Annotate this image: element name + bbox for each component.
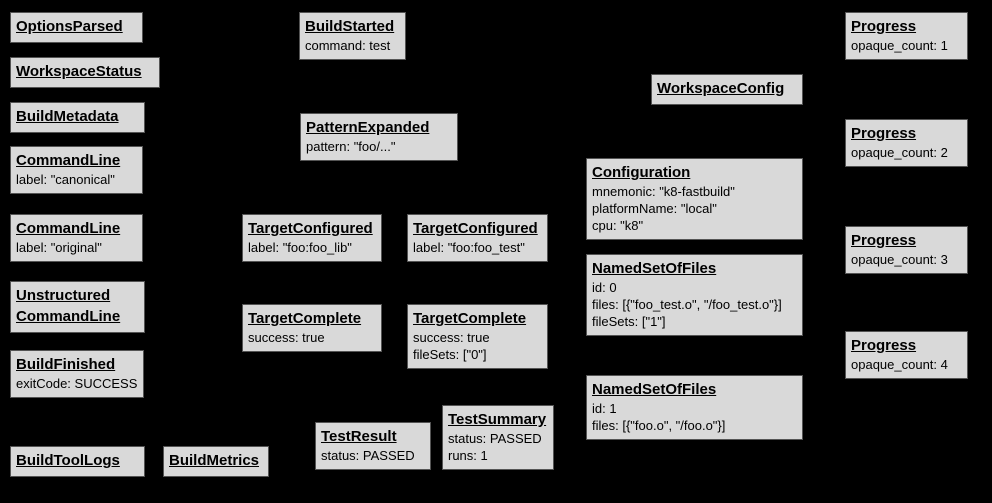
- event-title: Progress: [851, 18, 917, 35]
- event-box-pattern-expanded: PatternExpanded pattern: "foo/...": [300, 113, 458, 161]
- event-property: files: [{"foo.o", "/foo.o"}]: [592, 418, 726, 433]
- event-property: success: true: [413, 330, 490, 345]
- event-property: id: 0: [592, 280, 617, 295]
- event-box-progress-4: Progress opaque_count: 4: [845, 331, 968, 379]
- event-property: status: PASSED: [321, 448, 415, 463]
- event-title: Progress: [851, 125, 917, 142]
- event-box-test-summary: TestSummary status: PASSED runs: 1: [442, 405, 554, 470]
- event-property: mnemonic: "k8-fastbuild": [592, 184, 735, 199]
- event-title: OptionsParsed: [16, 18, 123, 35]
- event-property: label: "foo:foo_test": [413, 240, 525, 255]
- event-title: NamedSetOfFiles: [592, 260, 717, 277]
- event-title: TargetComplete: [413, 310, 527, 327]
- event-title: Progress: [851, 337, 917, 354]
- event-title: BuildFinished: [16, 356, 116, 373]
- event-box-build-tool-logs: BuildToolLogs: [10, 446, 145, 477]
- event-title: TargetConfigured: [413, 220, 538, 237]
- event-box-progress-3: Progress opaque_count: 3: [845, 226, 968, 274]
- event-property: status: PASSED: [448, 431, 542, 446]
- event-title: BuildMetrics: [169, 452, 260, 469]
- event-title: Unstructured CommandLine: [16, 287, 121, 325]
- event-box-progress-1: Progress opaque_count: 1: [845, 12, 968, 60]
- event-property: success: true: [248, 330, 325, 345]
- event-title: TargetComplete: [248, 310, 362, 327]
- event-box-target-complete-foo-test: TargetComplete success: true fileSets: […: [407, 304, 548, 369]
- event-title: CommandLine: [16, 220, 121, 237]
- event-title: BuildToolLogs: [16, 452, 120, 469]
- event-box-unstructured-command-line: Unstructured CommandLine: [10, 281, 145, 333]
- event-property: command: test: [305, 38, 391, 53]
- event-property: label: "original": [16, 240, 102, 255]
- event-box-target-complete-foo-lib: TargetComplete success: true: [242, 304, 382, 352]
- event-box-build-finished: BuildFinished exitCode: SUCCESS: [10, 350, 144, 398]
- event-box-build-started: BuildStarted command: test: [299, 12, 406, 60]
- event-property: cpu: "k8": [592, 218, 644, 233]
- event-title: PatternExpanded: [306, 119, 430, 136]
- event-box-build-metadata: BuildMetadata: [10, 102, 145, 133]
- event-property: exitCode: SUCCESS: [16, 376, 138, 391]
- event-property: opaque_count: 3: [851, 252, 948, 267]
- event-title: WorkspaceConfig: [657, 80, 785, 97]
- event-box-options-parsed: OptionsParsed: [10, 12, 143, 43]
- event-title: CommandLine: [16, 152, 121, 169]
- event-title: TestSummary: [448, 411, 547, 428]
- event-box-command-line-canonical: CommandLine label: "canonical": [10, 146, 143, 194]
- event-property: opaque_count: 4: [851, 357, 948, 372]
- event-property: label: "canonical": [16, 172, 115, 187]
- event-box-configuration: Configuration mnemonic: "k8-fastbuild" p…: [586, 158, 803, 240]
- event-box-command-line-original: CommandLine label: "original": [10, 214, 143, 262]
- event-property: label: "foo:foo_lib": [248, 240, 352, 255]
- event-property: fileSets: ["1"]: [592, 314, 666, 329]
- event-property: runs: 1: [448, 448, 488, 463]
- event-title: Configuration: [592, 164, 691, 181]
- event-box-workspace-config: WorkspaceConfig: [651, 74, 803, 105]
- event-box-target-configured-foo-lib: TargetConfigured label: "foo:foo_lib": [242, 214, 382, 262]
- event-box-target-configured-foo-test: TargetConfigured label: "foo:foo_test": [407, 214, 548, 262]
- event-property: platformName: "local": [592, 201, 717, 216]
- event-box-named-set-of-files-0: NamedSetOfFiles id: 0 files: [{"foo_test…: [586, 254, 803, 336]
- event-title: WorkspaceStatus: [16, 63, 142, 80]
- event-property: fileSets: ["0"]: [413, 347, 487, 362]
- event-box-workspace-status: WorkspaceStatus: [10, 57, 160, 88]
- event-title: NamedSetOfFiles: [592, 381, 717, 398]
- event-property: opaque_count: 1: [851, 38, 948, 53]
- event-box-progress-2: Progress opaque_count: 2: [845, 119, 968, 167]
- event-box-build-metrics: BuildMetrics: [163, 446, 269, 477]
- event-property: id: 1: [592, 401, 617, 416]
- event-title: BuildMetadata: [16, 108, 119, 125]
- event-title: BuildStarted: [305, 18, 395, 35]
- event-title: TargetConfigured: [248, 220, 373, 237]
- event-title: TestResult: [321, 428, 397, 445]
- event-title: Progress: [851, 232, 917, 249]
- event-box-test-result: TestResult status: PASSED: [315, 422, 431, 470]
- event-property: opaque_count: 2: [851, 145, 948, 160]
- event-box-named-set-of-files-1: NamedSetOfFiles id: 1 files: [{"foo.o", …: [586, 375, 803, 440]
- event-property: pattern: "foo/...": [306, 139, 396, 154]
- event-property: files: [{"foo_test.o", "/foo_test.o"}]: [592, 297, 782, 312]
